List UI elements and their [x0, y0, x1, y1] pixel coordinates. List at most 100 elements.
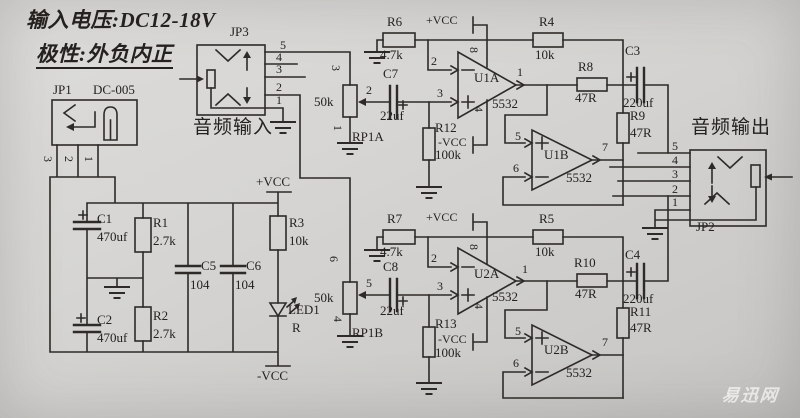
u1a-pin-4: 4 — [472, 106, 486, 112]
label-U2B-part: 5532 — [566, 365, 592, 380]
vcc-label-u1a: +VCC — [426, 13, 458, 27]
label-U2A-part: 5532 — [492, 289, 518, 304]
label-R9-value: 47R — [630, 125, 652, 140]
title-polarity: 极性:外负内正 — [36, 44, 173, 69]
label-R6-value: 4.7k — [380, 47, 403, 62]
jp1-type: DC-005 — [93, 82, 135, 97]
resistor-R12-symbol — [422, 127, 436, 161]
label-C7-value: 22uf — [380, 108, 404, 123]
vee-label-power: -VCC — [257, 368, 289, 383]
label-U2B: U2B — [544, 342, 569, 357]
u2b-pin-5: 5 — [515, 324, 521, 338]
rp1b-pin-5: 5 — [366, 276, 372, 290]
label-U1B: U1B — [544, 147, 569, 162]
jp2-pin-4: 4 — [672, 153, 678, 167]
led-symbol — [268, 302, 288, 318]
jp1-ref: JP1 — [53, 82, 72, 97]
capacitor-C3-symbol — [635, 66, 646, 104]
label-RP1B: RP1B — [352, 325, 384, 340]
opamp-U2B-symbol — [502, 280, 624, 399]
u2a-pin-2: 2 — [431, 251, 437, 265]
vcc-label-u2a: +VCC — [426, 210, 458, 224]
capacitor-C4-symbol — [635, 262, 646, 300]
u1a-pin-2: 2 — [431, 54, 437, 68]
jp2-pin-2: 2 — [672, 182, 678, 196]
jp1-pin-1: 1 — [82, 156, 96, 162]
jp3-audio-input-symbol — [179, 44, 351, 283]
label-C7: C7 — [383, 66, 399, 81]
u2b-pin-6: 6 — [513, 356, 519, 370]
title-input-voltage: 输入电压:DC12-18V — [26, 8, 216, 32]
label-RP1B-value: 50k — [314, 290, 334, 305]
jp1-pin-3: 3 — [41, 156, 55, 162]
opamp-U1B-symbol — [502, 84, 624, 206]
label-R7-value: 4.7k — [380, 244, 403, 259]
power-supply-section — [49, 144, 300, 367]
label-U1B-part: 5532 — [566, 170, 592, 185]
label-C3-value: 220uf — [623, 95, 654, 110]
capacitor-plates — [72, 220, 247, 334]
label-C4-value: 220uf — [623, 291, 654, 306]
label-R12-value: 100k — [435, 147, 461, 162]
label-R8: R8 — [578, 59, 594, 74]
vcc-label-power: +VCC — [256, 174, 291, 189]
jp2-ref: JP2 — [696, 219, 715, 234]
rp1a-pin-1: 1 — [331, 125, 345, 131]
label-RP1A: RP1A — [352, 129, 384, 144]
ground-icon — [415, 186, 443, 199]
label-R11-value: 47R — [630, 320, 652, 335]
u1a-pin-8: 8 — [467, 47, 481, 53]
label-C6: C6 — [246, 258, 262, 273]
ground-icon — [641, 227, 669, 240]
jp3-pin-2: 2 — [276, 80, 282, 94]
resistor-R7-symbol — [382, 229, 416, 245]
u2a-pin-1: 1 — [522, 262, 528, 276]
u1a-pin-3: 3 — [437, 86, 443, 100]
label-C6-value: 104 — [235, 277, 255, 292]
label-U1A-part: 5532 — [492, 96, 518, 111]
resistor-R4-symbol — [532, 32, 564, 48]
vee-label-u1a: -VCC — [438, 135, 467, 149]
label-R13-value: 100k — [435, 345, 461, 360]
label-C1: C1 — [97, 211, 113, 226]
label-R4-value: 10k — [535, 47, 555, 62]
channel-a-input — [336, 32, 534, 199]
label-R13: R13 — [435, 316, 457, 331]
opamp-U2A-symbol — [427, 213, 578, 351]
jp2-pin-1: 1 — [672, 195, 678, 209]
rp1a-pin-3: 3 — [329, 65, 343, 71]
u2a-pin-8: 8 — [467, 244, 481, 250]
rp1b-pin-6: 6 — [327, 256, 341, 262]
u1b-pin-5: 5 — [515, 129, 521, 143]
label-R2-value: 2.7k — [153, 326, 176, 341]
resistor-R5-symbol — [532, 229, 564, 245]
label-C1-value: 470uf — [97, 229, 128, 244]
label-U2A: U2A — [474, 266, 500, 281]
jp3-ref: JP3 — [230, 24, 249, 39]
label-R1: R1 — [153, 215, 169, 230]
u2a-pin-3: 3 — [437, 279, 443, 293]
jp3-pin-4: 4 — [276, 50, 282, 64]
label-R1-value: 2.7k — [153, 233, 176, 248]
resistor-R9-symbol — [616, 112, 630, 144]
label-R9: R9 — [630, 108, 646, 123]
jp1-pin-2: 2 — [62, 156, 76, 162]
channel-a-output-network — [532, 32, 669, 206]
label-R6: R6 — [387, 14, 403, 29]
label-R11: R11 — [630, 304, 652, 319]
label-R5: R5 — [539, 211, 555, 226]
opamp-U1A-symbol — [427, 16, 578, 154]
label-LED1: LED1 — [288, 302, 320, 317]
u1a-pin-1: 1 — [517, 65, 523, 79]
audio-output-label: 音频输出 — [691, 117, 772, 138]
jp3-pin-5: 5 — [280, 38, 286, 52]
ground-icon — [415, 382, 443, 395]
label-R3: R3 — [289, 215, 305, 230]
label-R8-value: 47R — [575, 90, 597, 105]
label-C3: C3 — [625, 43, 641, 58]
resistor-R2-symbol — [134, 306, 152, 342]
vee-label-u2a: -VCC — [438, 332, 467, 346]
jp2-audio-output-symbol — [609, 149, 793, 240]
label-C2: C2 — [97, 312, 113, 327]
